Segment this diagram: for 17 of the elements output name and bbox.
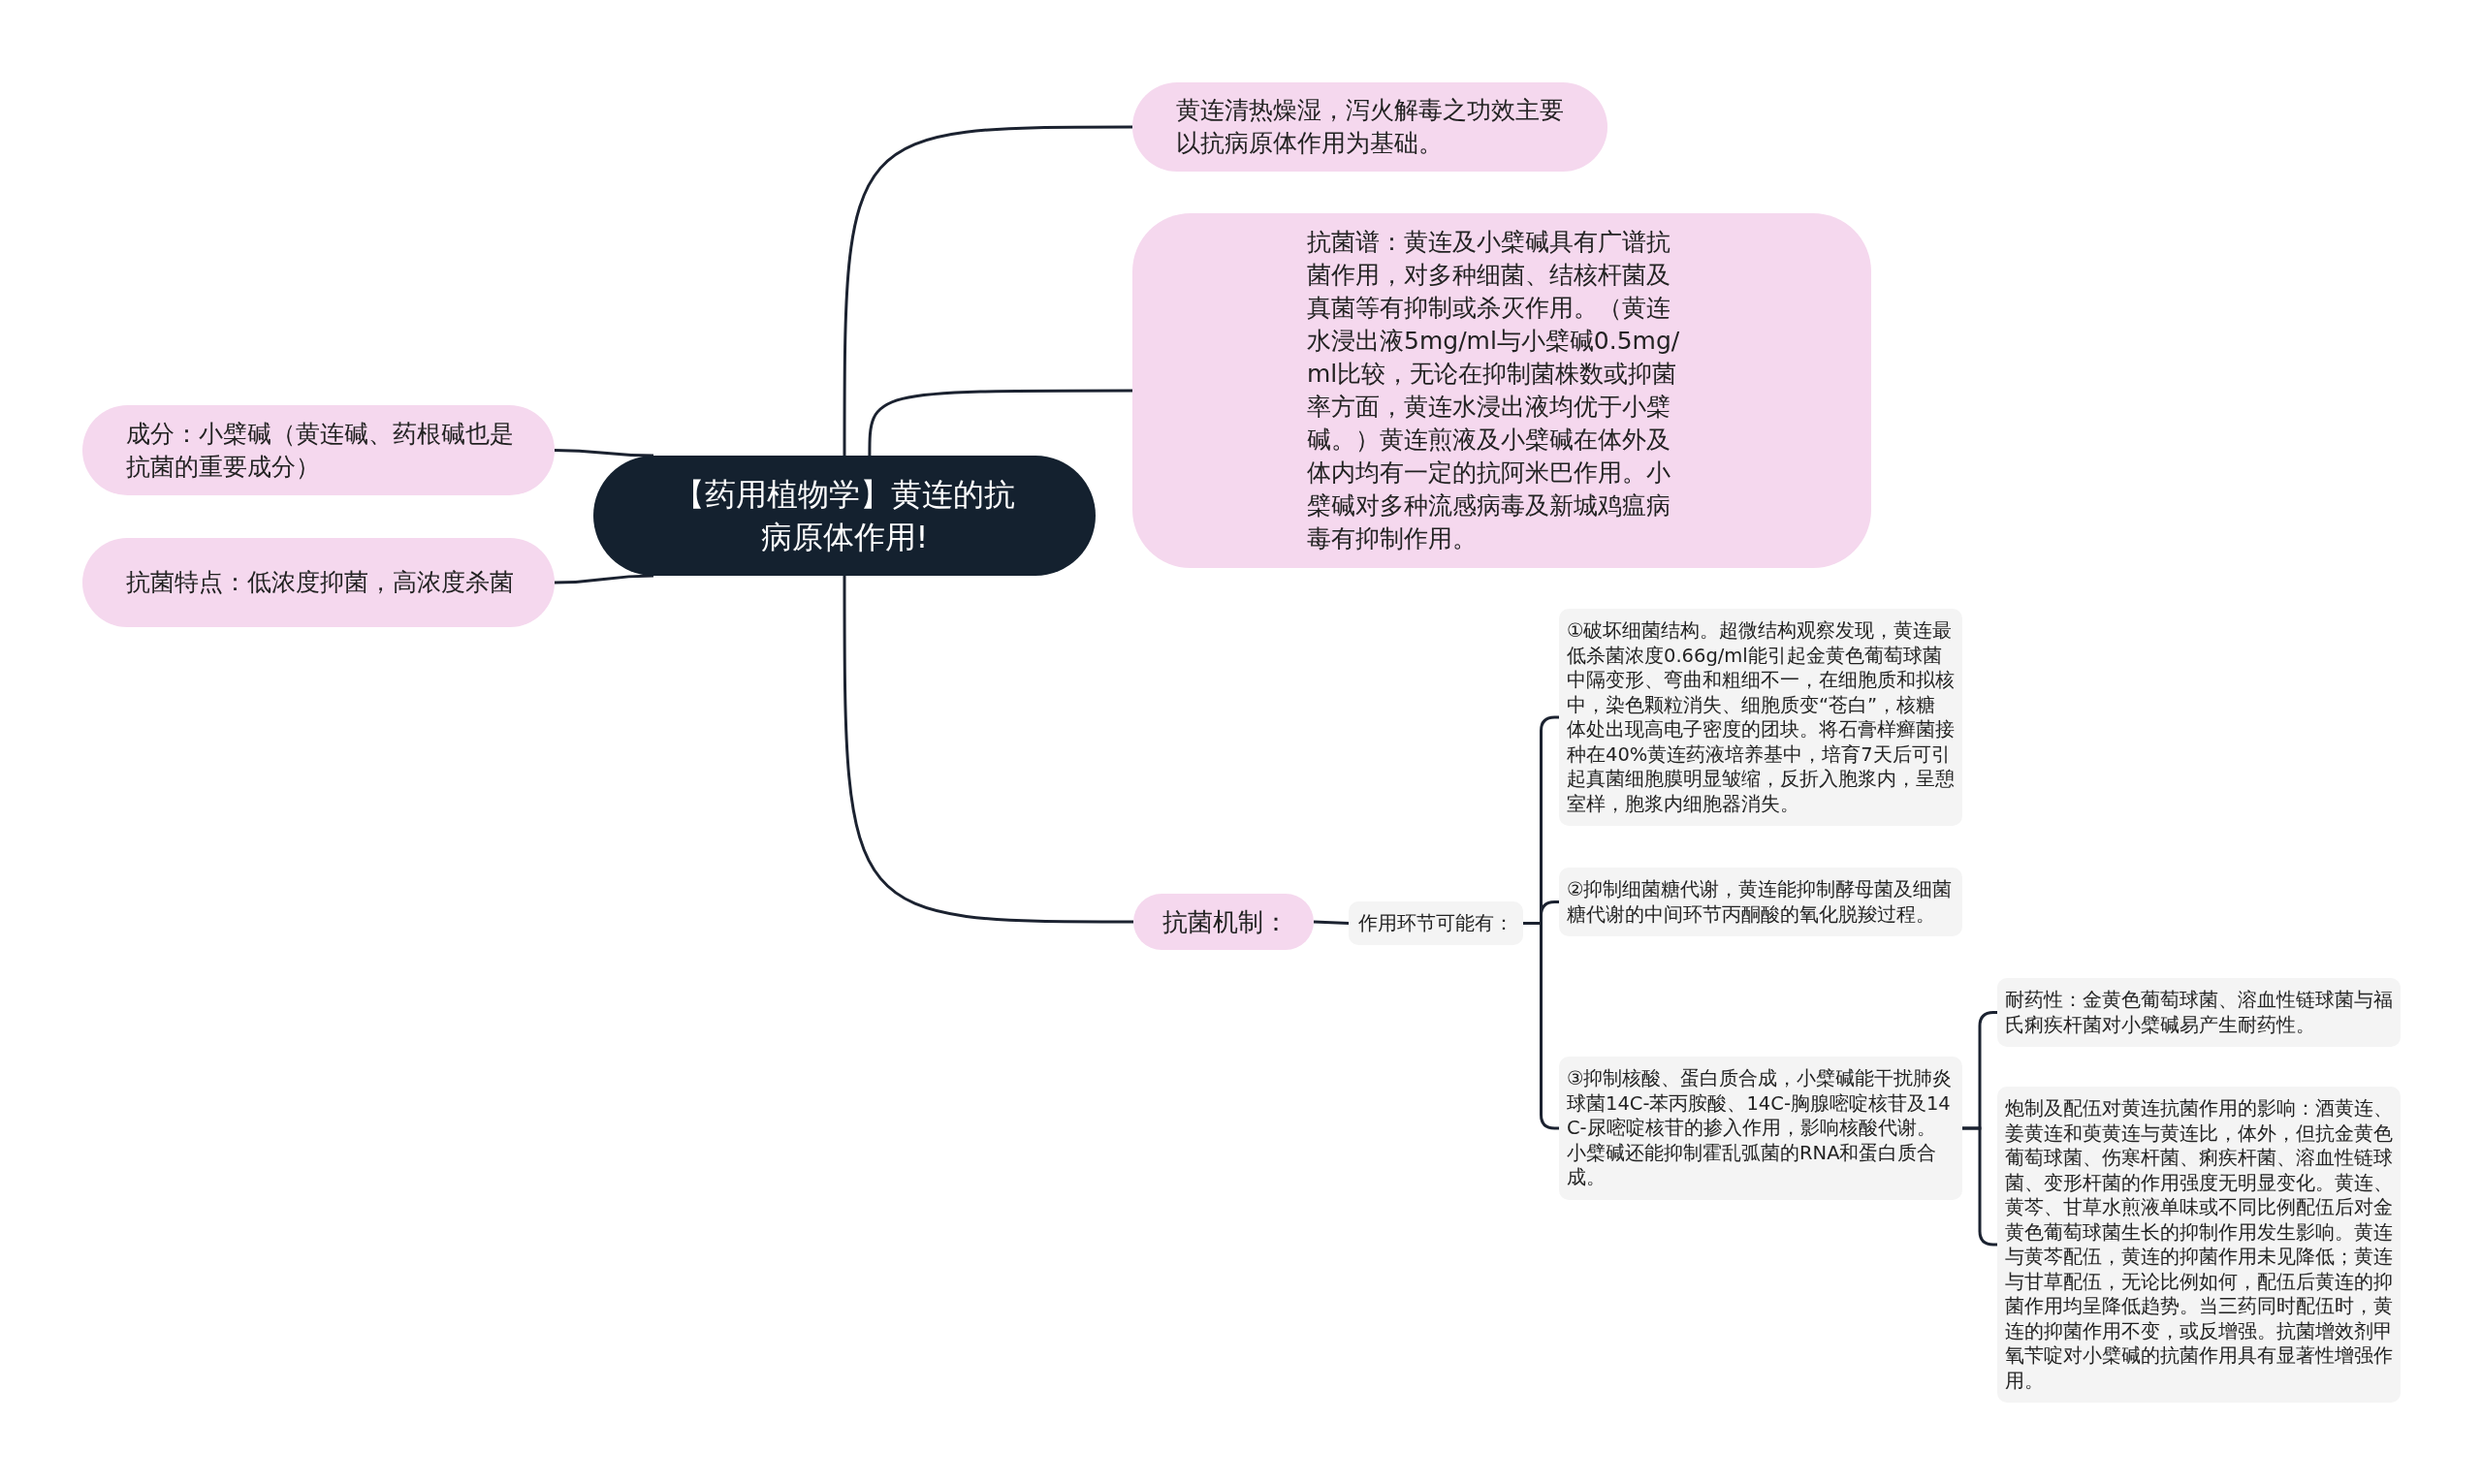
connector-line [555, 574, 653, 584]
connector-line [1313, 920, 1350, 925]
topic-bubble: 黄连清热燥湿，泻火解毒之功效主要以抗病原体作用为基础。 [1132, 82, 1607, 172]
central-topic: 【药用植物学】黄连的抗病原体作用! [593, 456, 1096, 576]
subtopic-card: ③抑制核酸、蛋白质合成，小檗碱能干扰肺炎球菌14C-苯丙胺酸、14C-胸腺嘧啶核苷及14C-尿嘧啶核苷的掺入作用，影响核酸代谢。小檗碱还能抑制霍乱弧菌的RNA和蛋白质合成。 [1559, 1057, 1962, 1200]
topic-bubble: 抗菌特点：低浓度抑菌，高浓度杀菌 [82, 538, 555, 627]
topic-bubble: 成分：小檗碱（黄连碱、药根碱也是抗菌的重要成分） [82, 405, 555, 495]
connector-line [868, 389, 1132, 456]
subtopic-card: ①破坏细菌结构。超微结构观察发现，黄连最低杀菌浓度0.66g/ml能引起金黄色葡萄球菌中隔变形、弯曲和粗细不一，在细胞质和拟核中，染色颗粒消失、细胞质变“苍白”，核糖体处出现高电子密度的团块。将石膏样癣菌接种在40%黄连药液培养基中，培育7天后可引起真菌细胞膜明显皱缩，反折入胞浆内，呈憩室样，胞浆内细胞器消失。 [1559, 609, 1962, 826]
connector-line [555, 449, 653, 458]
subtopic-card: ②抑制细菌糖代谢，黄连能抑制酵母菌及细菌糖代谢的中间环节丙酮酸的氧化脱羧过程。 [1559, 868, 1962, 936]
subtopic-card: 作用环节可能有： [1349, 901, 1523, 945]
connector-line [843, 576, 1133, 924]
topic-bubble: 抗菌机制： [1133, 894, 1314, 950]
subtopic-card: 炮制及配伍对黄连抗菌作用的影响：酒黄连、姜黄连和萸黄连与黄连比，体外，但抗金黄色葡萄球菌、伤寒杆菌、痢疾杆菌、溶血性链球菌、变形杆菌的作用强度无明显变化。黄连、黄芩、甘草水煎液单味或不同比例配伍后对金黄色葡萄球菌生长的抑制作用发生影响。黄连与黄芩配伍，黄连的抑菌作用未见降低；黄连与甘草配伍，无论比例如何，配伍后黄连的抑菌作用均呈降低趋势。当三药同时配伍时，黄连的抑菌作用不变，或反增强。抗菌增效剂甲氧苄啶对小檗碱的抗菌作用具有显著性增强作用。 [1997, 1087, 2401, 1403]
connector-line [843, 125, 1132, 456]
subtopic-card: 耐药性：金黄色葡萄球菌、溶血性链球菌与福氏痢疾杆菌对小檗碱易产生耐药性。 [1997, 978, 2401, 1047]
